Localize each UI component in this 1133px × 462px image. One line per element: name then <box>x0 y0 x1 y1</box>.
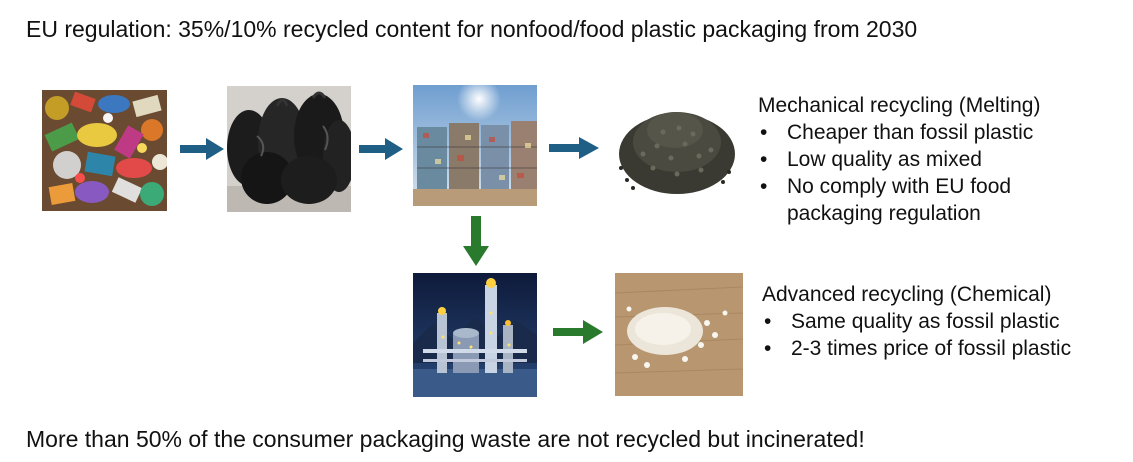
footer-statement: More than 50% of the consumer packaging … <box>26 426 865 452</box>
chemical-down-arrow <box>463 216 489 266</box>
mechanical-arrow-3 <box>549 137 599 159</box>
advanced-bullet: 2-3 times price of fossil plastic <box>762 335 1071 362</box>
chemical-arrow <box>553 320 603 344</box>
advanced-bullet: Same quality as fossil plastic <box>762 308 1071 335</box>
mechanical-heading: Mechanical recycling (Melting) <box>758 94 1041 117</box>
mechanical-pellets-photo <box>613 84 740 206</box>
mechanical-bullet: Low quality as mixed <box>758 146 1040 173</box>
plastic-waste-photo <box>42 90 167 211</box>
mechanical-arrow-2 <box>359 138 403 160</box>
mechanical-bullet: No comply with EU food packaging regulat… <box>758 173 1037 227</box>
advanced-heading: Advanced recycling (Chemical) <box>762 283 1052 306</box>
mechanical-recycling-text: Mechanical recycling (Melting) Cheaper t… <box>758 92 1040 227</box>
garbage-bags-photo <box>227 86 351 212</box>
plastic-bales-photo <box>413 85 537 206</box>
mechanical-bullet: Cheaper than fossil plastic <box>758 119 1040 146</box>
chemical-plant-photo <box>413 273 537 397</box>
chemical-pellets-photo <box>615 273 743 396</box>
advanced-recycling-text: Advanced recycling (Chemical) Same quali… <box>762 281 1071 362</box>
page-title: EU regulation: 35%/10% recycled content … <box>26 16 918 42</box>
mechanical-arrow-1 <box>180 138 224 160</box>
